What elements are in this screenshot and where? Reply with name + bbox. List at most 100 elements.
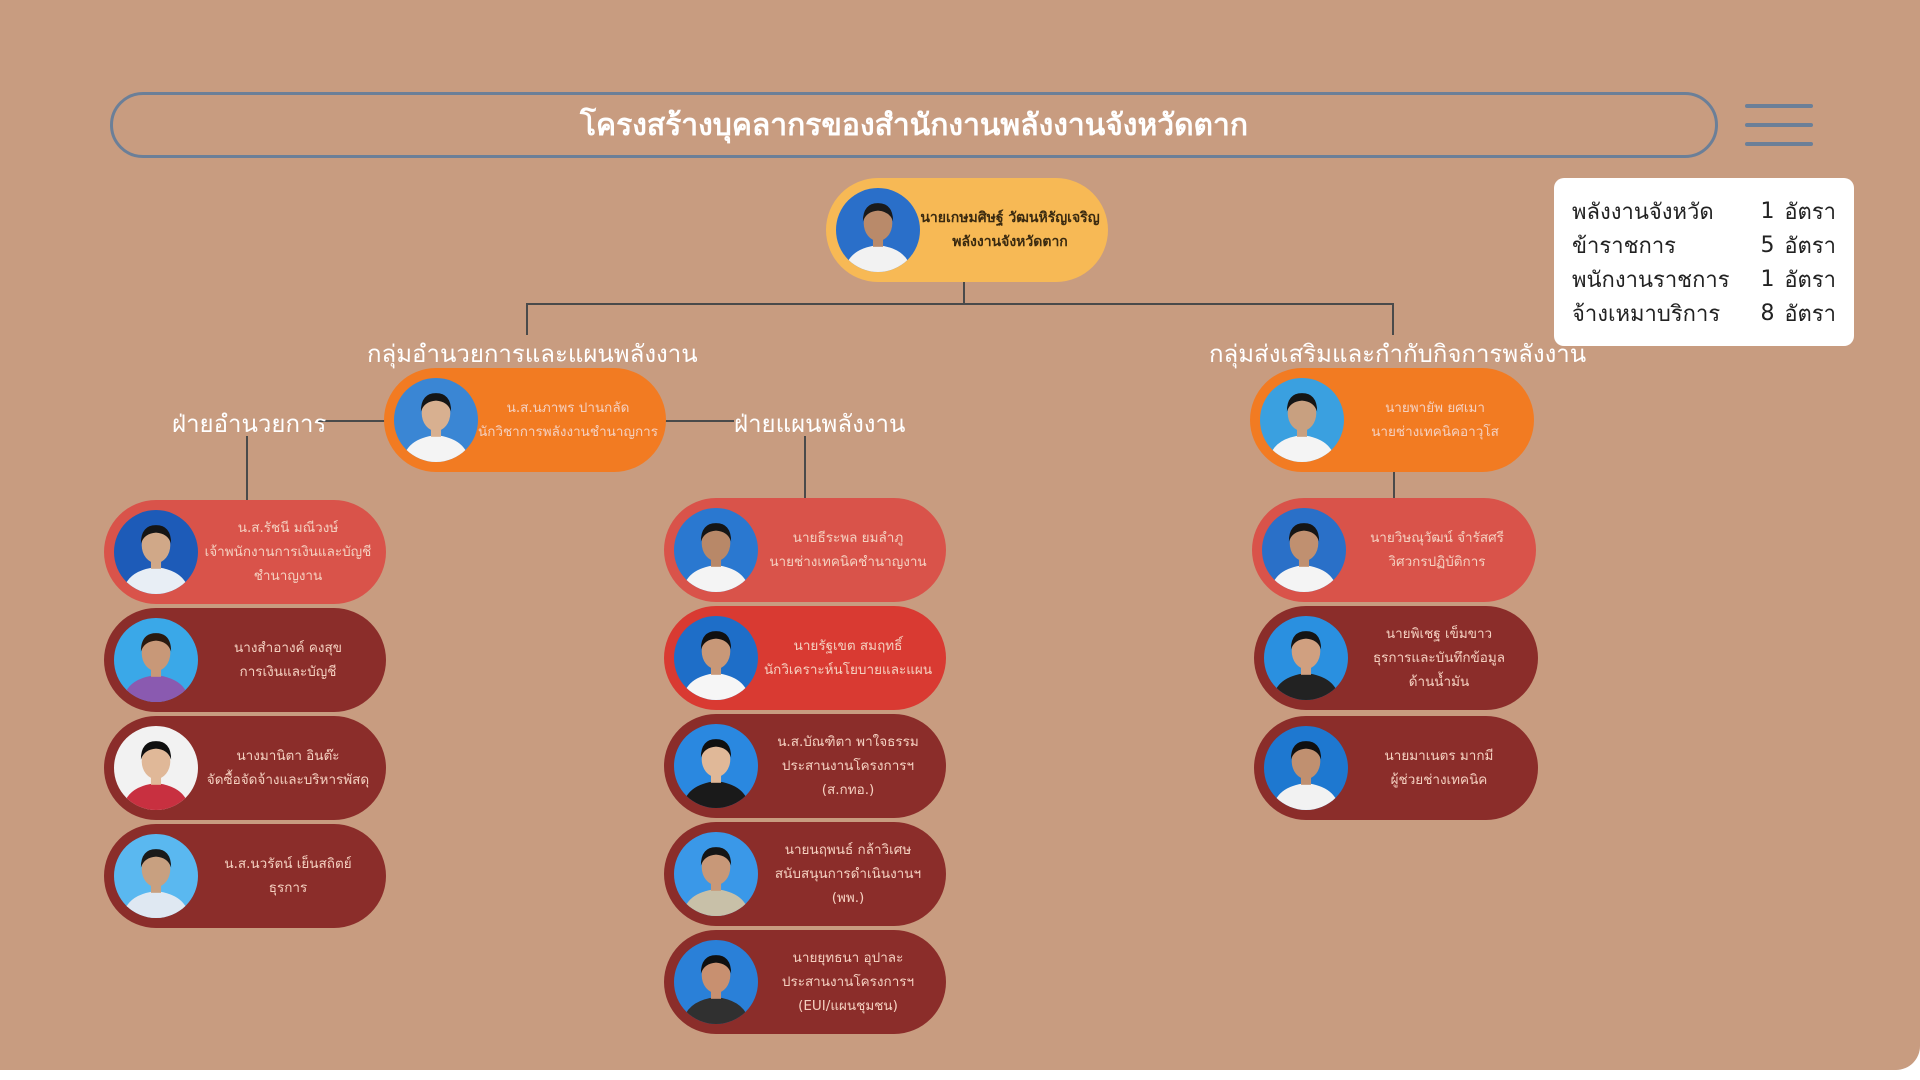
person-photo (674, 508, 758, 592)
portrait-face (141, 743, 171, 779)
person-photo (1264, 616, 1348, 700)
portrait-graphic (674, 616, 758, 700)
stat-row: พนักงานราชการ 1 อัตรา (1572, 262, 1836, 296)
card-text: นายพิเชฐ เข็มขาวธุรการและบันทึกข้อมูลด้า… (1348, 622, 1530, 694)
hamburger-menu-icon[interactable] (1745, 100, 1813, 150)
portrait-neck (872, 235, 884, 247)
staff-card[interactable]: นายยุทธนา อุปาละประสานงานโครงการฯ(EUI/แผ… (664, 930, 946, 1034)
staff-card[interactable]: นายรัฐเขต สมฤทธิ์นักวิเคราะห์นโยบายและแผ… (664, 606, 946, 710)
card-text: นายพายัพ ยศเมานายช่างเทคนิคอาวุโส (1344, 396, 1526, 444)
stat-count: 1 (1760, 198, 1775, 224)
card-line: ชำนาญงาน (253, 568, 323, 584)
card-line: น.ส.นภาพร ปานกลัด (506, 400, 630, 416)
portrait-hair (700, 631, 732, 650)
portrait-face (141, 635, 171, 671)
portrait-face (421, 395, 451, 431)
portrait-hair (420, 393, 452, 412)
staff-card[interactable]: นายมาเนตร มากมีผู้ช่วยช่างเทคนิค (1254, 716, 1538, 820)
stat-unit: อัตรา (1784, 301, 1836, 327)
person-photo (1262, 508, 1346, 592)
card-line: นายยุทธนา อุปาละ (792, 950, 904, 966)
portrait-hair (1286, 393, 1318, 412)
portrait-graphic (1260, 378, 1344, 462)
portrait-shirt (682, 781, 750, 808)
portrait-hair (140, 525, 172, 544)
card-text: นายยุทธนา อุปาละประสานงานโครงการฯ(EUI/แผ… (758, 946, 938, 1018)
staff-card[interactable]: น.ส.บัณฑิตา พาใจธรรมประสานงานโครงการฯ(ส.… (664, 714, 946, 818)
stat-count: 5 (1760, 232, 1775, 258)
card-line: ประสานงานโครงการฯ (781, 974, 915, 990)
card-line: (ส.กทอ.) (821, 782, 875, 798)
page-title-box: โครงสร้างบุคลากรของสำนักงานพลังงานจังหวั… (110, 92, 1718, 158)
card-line: น.ส.รัชนี มณีวงษ์ (237, 520, 339, 536)
portrait-hair (700, 739, 732, 758)
card-line: นายช่างเทคนิคอาวุโส (1371, 424, 1499, 440)
card-line: ธุรการและบันทึกข้อมูล (1372, 650, 1506, 666)
portrait-graphic (114, 618, 198, 702)
person-photo (114, 834, 198, 918)
portrait-hair (140, 633, 172, 652)
stat-unit: อัตรา (1784, 233, 1836, 259)
section-title-plan: ฝ่ายแผนพลังงาน (734, 410, 906, 438)
card-line: นางมานิตา อินต๊ะ (236, 748, 340, 764)
portrait-face (141, 527, 171, 563)
person-photo (674, 832, 758, 916)
card-line: นายพิเชฐ เข็มขาว (1385, 626, 1493, 642)
portrait-face (863, 205, 893, 241)
staff-card[interactable]: นายพิเชฐ เข็มขาวธุรการและบันทึกข้อมูลด้า… (1254, 606, 1538, 710)
stat-label: ข้าราชการ (1572, 233, 1676, 259)
card-line: นายช่างเทคนิคชำนาญงาน (769, 554, 927, 570)
connector-head-down (963, 282, 965, 304)
card-text: นายวิษณุวัฒน์ จำรัสศรีวิศวกรปฏิบัติการ (1346, 526, 1528, 574)
portrait-face (1287, 395, 1317, 431)
card-text: นายธีระพล ยมลำภูนายช่างเทคนิคชำนาญงาน (758, 526, 938, 574)
stat-label: พลังงานจังหวัด (1572, 199, 1714, 225)
staff-card[interactable]: น.ส.รัชนี มณีวงษ์เจ้าพนักงานการเงินและบั… (104, 500, 386, 604)
portrait-shirt (122, 567, 190, 594)
portrait-hair (700, 523, 732, 542)
staff-count-panel: พลังงานจังหวัด 1 อัตรา ข้าราชการ 5 อัตรา… (1554, 178, 1854, 346)
portrait-graphic (674, 832, 758, 916)
card-text: นางสำอางค์ คงสุขการเงินและบัญชี (198, 636, 378, 684)
person-position: พลังงานจังหวัดตาก (952, 234, 1068, 250)
director-card[interactable]: นายเกษมศิษฐ์ วัฒนหิรัญเจริญ พลังงานจังหว… (826, 178, 1108, 282)
card-line: ด้านน้ำมัน (1408, 674, 1470, 690)
staff-card[interactable]: นายนฤพนธ์ กล้าวิเศษสนับสนุนการดำเนินงานฯ… (664, 822, 946, 926)
staff-card[interactable]: นางมานิตา อินต๊ะจัดซื้อจัดจ้างและบริหารพ… (104, 716, 386, 820)
staff-card[interactable]: นางสำอางค์ คงสุขการเงินและบัญชี (104, 608, 386, 712)
portrait-hair (1290, 741, 1322, 760)
card-line: นักวิชาการพลังงานชำนาญการ (478, 424, 658, 440)
portrait-graphic (394, 378, 478, 462)
card-line: เจ้าพนักงานการเงินและบัญชี (204, 544, 372, 560)
card-line: นางสำอางค์ คงสุข (234, 640, 342, 656)
connector-admin-horizontal (318, 420, 386, 422)
portrait-shirt (122, 891, 190, 918)
person-photo (394, 378, 478, 462)
staff-card[interactable]: นายธีระพล ยมลำภูนายช่างเทคนิคชำนาญงาน (664, 498, 946, 602)
card-line: ธุรการ (268, 880, 308, 896)
portrait-hair (700, 955, 732, 974)
lead-card-admin-plan[interactable]: น.ส.นภาพร ปานกลัดนักวิชาการพลังงานชำนาญก… (384, 368, 666, 472)
portrait-shirt (1272, 673, 1340, 700)
card-line: นายธีระพล ยมลำภู (792, 530, 904, 546)
portrait-face (701, 525, 731, 561)
person-photo (674, 940, 758, 1024)
portrait-shirt (844, 245, 912, 272)
connector-plan-horizontal (664, 420, 734, 422)
staff-card[interactable]: น.ส.นวรัตน์ เย็นสถิตย์ธุรการ (104, 824, 386, 928)
card-text: นายรัฐเขต สมฤทธิ์นักวิเคราะห์นโยบายและแผ… (758, 634, 938, 682)
group-title-admin-plan: กลุ่มอำนวยการและแผนพลังงาน (367, 340, 698, 368)
staff-card[interactable]: นายวิษณุวัฒน์ จำรัสศรีวิศวกรปฏิบัติการ (1252, 498, 1536, 602)
portrait-face (701, 741, 731, 777)
connector-plan-down (804, 436, 806, 498)
portrait-shirt (682, 673, 750, 700)
section-title-admin: ฝ่ายอำนวยการ (172, 410, 327, 438)
card-line: นักวิเคราะห์นโยบายและแผน (763, 662, 933, 678)
card-line: ประสานงานโครงการฯ (781, 758, 915, 774)
stat-count: 8 (1760, 300, 1775, 326)
lead-card-promotion[interactable]: นายพายัพ ยศเมานายช่างเทคนิคอาวุโส (1250, 368, 1534, 472)
connector-left-group-down (526, 303, 528, 335)
portrait-shirt (1272, 783, 1340, 810)
card-line: สนับสนุนการดำเนินงานฯ (774, 866, 922, 882)
portrait-hair (700, 847, 732, 866)
